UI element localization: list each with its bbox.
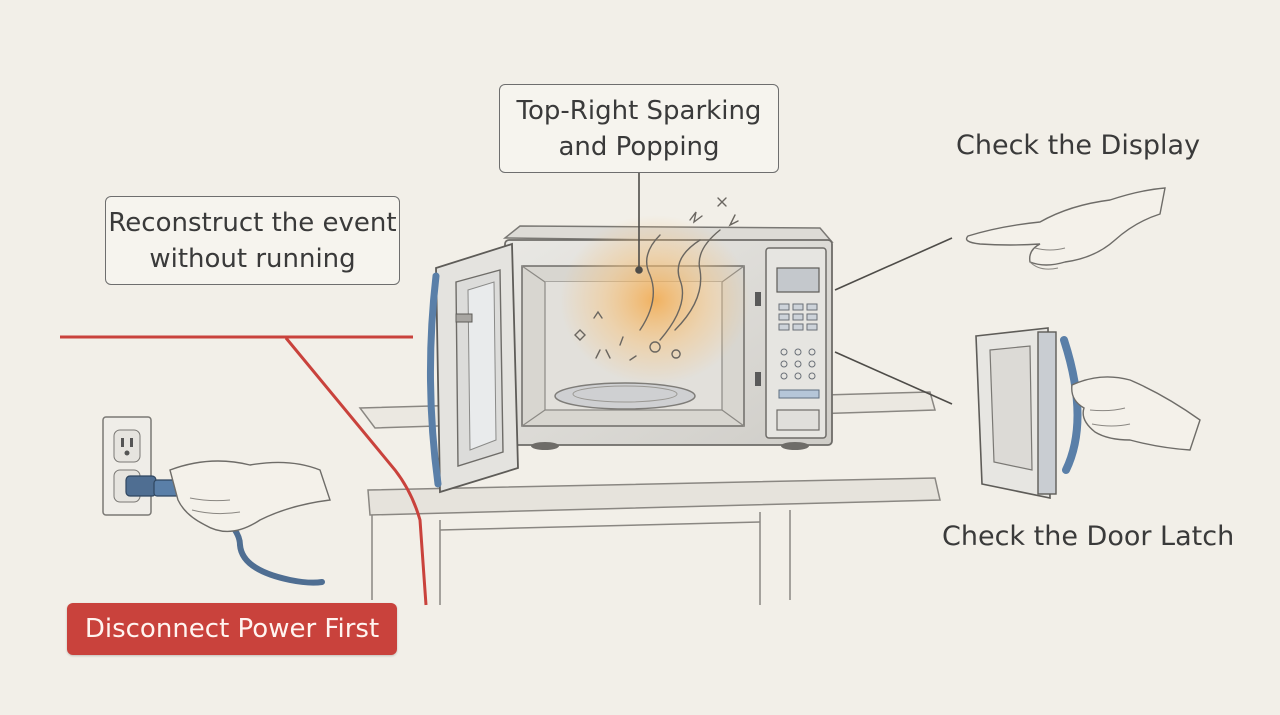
- connector-lines: [635, 172, 953, 405]
- warning-disconnect-power-text: Disconnect Power First: [84, 614, 380, 644]
- pointing-hand-icon: [965, 187, 1166, 270]
- callout-reconstruct-line1: Reconstruct the event: [108, 207, 397, 238]
- power-outlet-icon: [102, 416, 152, 516]
- spark-icon: [574, 197, 739, 361]
- label-check-display: Check the Display: [956, 130, 1201, 161]
- plug-icon: [125, 460, 331, 586]
- power-warning-line: [60, 335, 428, 606]
- callout-sparking: Top-Right Sparking and Popping: [499, 84, 779, 173]
- callout-reconstruct: Reconstruct the event without running: [105, 196, 400, 285]
- callout-sparking-line2: and Popping: [558, 131, 720, 162]
- label-check-door-latch: Check the Door Latch: [942, 521, 1235, 552]
- microwave: [426, 215, 834, 494]
- warning-disconnect-power: Disconnect Power First: [67, 603, 397, 655]
- grabbing-hand-icon: [975, 327, 1201, 499]
- callout-reconstruct-line2: without running: [149, 243, 356, 274]
- callout-sparking-line1: Top-Right Sparking: [516, 95, 762, 126]
